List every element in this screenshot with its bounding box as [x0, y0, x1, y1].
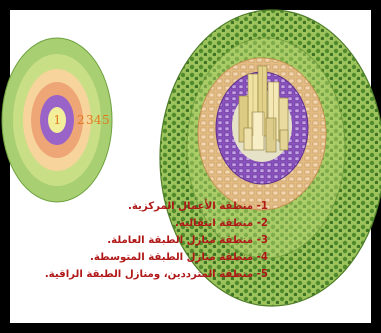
ring-number-2: 2 [77, 113, 85, 127]
legend-item-5: 5- منطقة المترددين، ومنازل الطبقة الراقي… [112, 266, 268, 283]
ring-number-3: 3 [86, 113, 94, 127]
legend-item-2: 2- منطقة انتقالية. [112, 215, 268, 232]
ring-number-5: 5 [102, 113, 110, 127]
legend-item-4: 4- منطقة منازل الطبقة المتوسطة. [112, 249, 268, 266]
legend-item-1: 1- منطقة الأعمال المركزية. [112, 198, 268, 215]
ring-number-4: 4 [94, 113, 102, 127]
zone-legend: 1- منطقة الأعمال المركزية. 2- منطقة انتق… [112, 198, 268, 283]
ring-number-1: 1 [54, 113, 62, 127]
legend-item-3: 3- منطقة منازل الطبقة العاملة. [112, 232, 268, 249]
